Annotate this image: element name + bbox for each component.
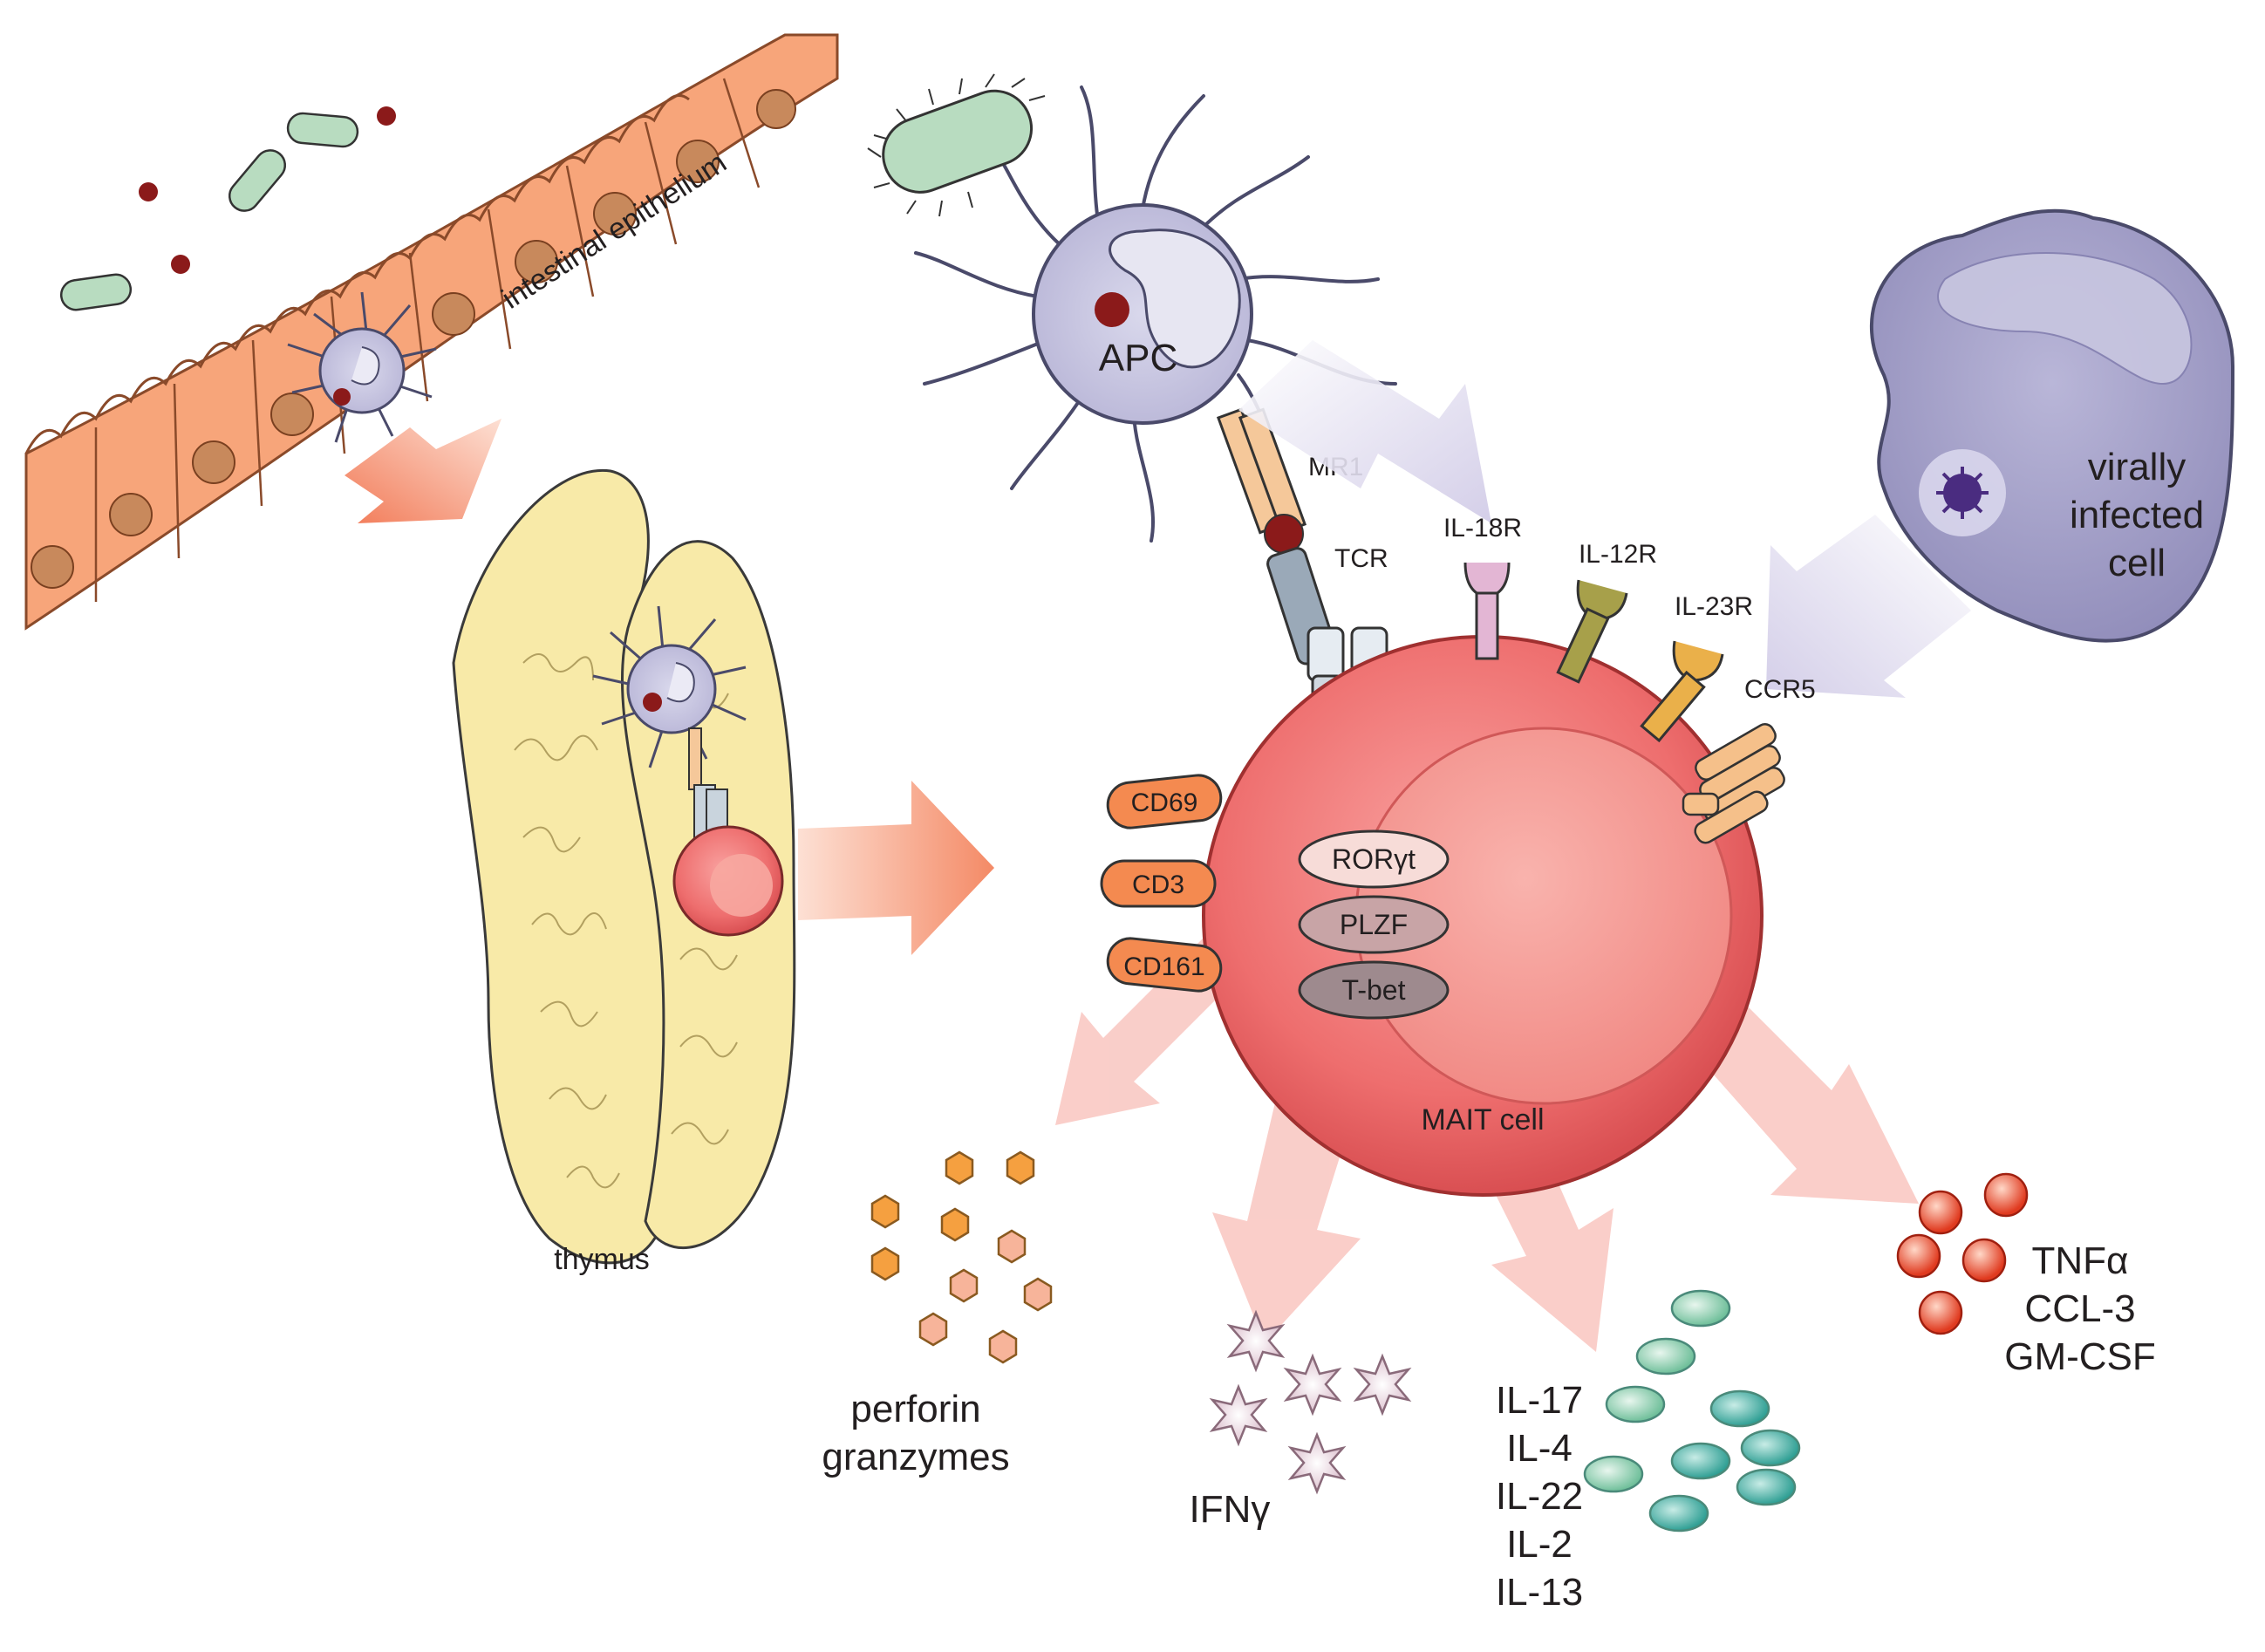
virally-label-2: infected [2070, 494, 2204, 536]
perforin-label: perforin [850, 1388, 980, 1430]
il2-label: IL-2 [1506, 1523, 1573, 1566]
il18r-label: IL-18R [1443, 514, 1522, 543]
mait-cell [1202, 635, 1764, 1197]
ccl3-label: CCL-3 [2024, 1287, 2135, 1330]
granzymes-label: granzymes [822, 1436, 1009, 1478]
intestinal-epithelium [24, 33, 839, 631]
arrow-infected-to-mait [1766, 515, 1971, 698]
mait-cell-label: MAIT cell [1421, 1103, 1544, 1137]
tnf-group-circles [1896, 1172, 2029, 1335]
il18r-receptor [1463, 562, 1511, 660]
thymus-label: thymus [554, 1243, 650, 1276]
ccr5-label: CCR5 [1744, 675, 1816, 704]
ccr5-receptor [1682, 723, 1785, 844]
il22-label: IL-22 [1496, 1475, 1583, 1518]
arrow-epithelium-to-thymus [345, 419, 501, 523]
marker-cd3: CD3 [1132, 870, 1184, 899]
tf-tbet: T-bet [1342, 974, 1406, 1006]
surface-markers [1100, 774, 1223, 993]
il12r-receptor [1556, 579, 1628, 684]
marker-cd69: CD69 [1131, 788, 1198, 817]
il23r-receptor [1640, 640, 1724, 743]
transcription-factors [1298, 829, 1450, 1020]
tcr-label: TCR [1334, 544, 1388, 573]
arrow-thymus-to-mait [798, 781, 994, 955]
bacterium-apc [867, 73, 1046, 217]
apc-label: APC [1099, 337, 1177, 379]
virally-infected-cell [1869, 208, 2235, 643]
tnfa-label: TNFα [2032, 1239, 2129, 1282]
thymus [452, 468, 796, 1265]
perforin-granzymes-hexagons [870, 1150, 1053, 1364]
marker-cd161: CD161 [1123, 952, 1204, 981]
apc-small-epithelium [287, 291, 437, 443]
tf-rorgt: RORγt [1332, 843, 1416, 875]
il4-label: IL-4 [1506, 1427, 1573, 1470]
arrow-apc-to-mait [1238, 340, 1491, 523]
antigen-dots [139, 106, 396, 274]
il23r-label: IL-23R [1675, 592, 1753, 621]
virally-label-3: cell [2108, 542, 2166, 584]
ifng-label: IFNγ [1190, 1488, 1271, 1531]
il13-label: IL-13 [1496, 1571, 1583, 1614]
gmcsf-label: GM-CSF [2004, 1335, 2156, 1378]
tf-plzf: PLZF [1340, 909, 1408, 940]
bacteria-group [59, 112, 359, 311]
il-cytokine-ellipses [1583, 1289, 1801, 1533]
ifng-stars [1209, 1309, 1412, 1495]
il17-label: IL-17 [1496, 1379, 1583, 1422]
virally-label-1: virally [2088, 446, 2186, 488]
il12r-label: IL-12R [1579, 540, 1657, 569]
